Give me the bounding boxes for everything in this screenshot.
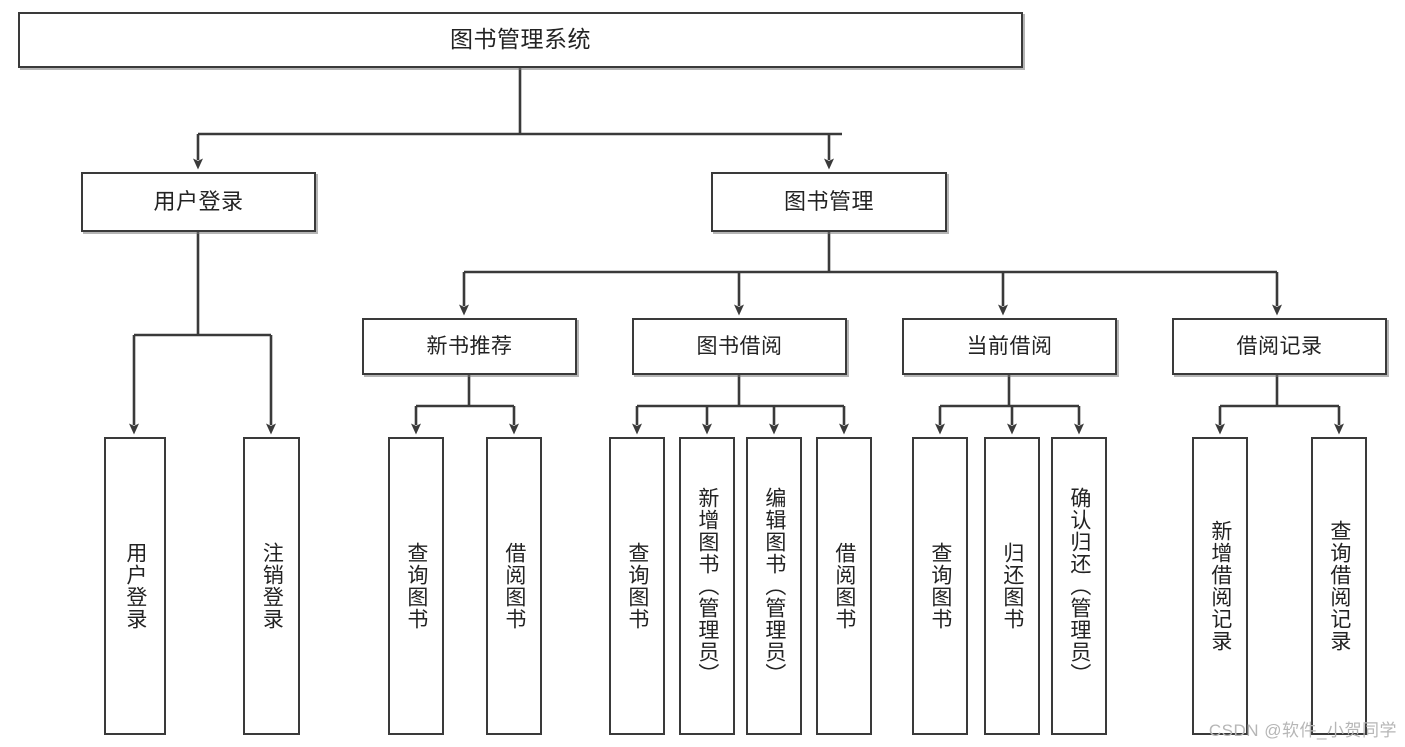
node-leaf-query-book-3-label: 查询图书 — [928, 542, 952, 630]
node-leaf-confirm-return-label: 确认归还（管理员） — [1067, 487, 1091, 685]
node-leaf-query-book-2-label: 查询图书 — [625, 542, 649, 630]
node-book-manage[interactable]: 图书管理 — [711, 172, 947, 232]
node-current-borrow-label: 当前借阅 — [966, 334, 1053, 358]
node-leaf-query-book-2[interactable]: 查询图书 — [609, 437, 665, 735]
node-leaf-borrow-book-2-label: 借阅图书 — [832, 542, 856, 630]
node-leaf-user-login[interactable]: 用户登录 — [104, 437, 166, 735]
node-leaf-user-login-label: 用户登录 — [123, 542, 147, 630]
node-leaf-return-book-label: 归还图书 — [1000, 542, 1024, 630]
node-leaf-add-record-label: 新增借阅记录 — [1208, 520, 1232, 652]
node-root-label: 图书管理系统 — [450, 26, 591, 53]
node-user-login-label: 用户登录 — [153, 188, 244, 214]
node-leaf-edit-book-label: 编辑图书（管理员） — [762, 487, 786, 685]
node-leaf-add-record[interactable]: 新增借阅记录 — [1192, 437, 1248, 735]
node-leaf-query-record[interactable]: 查询借阅记录 — [1311, 437, 1367, 735]
node-leaf-return-book[interactable]: 归还图书 — [984, 437, 1040, 735]
node-leaf-add-book[interactable]: 新增图书（管理员） — [679, 437, 735, 735]
node-user-login[interactable]: 用户登录 — [81, 172, 316, 232]
node-new-book-rec[interactable]: 新书推荐 — [362, 318, 577, 375]
node-leaf-user-logout-label: 注销登录 — [260, 542, 284, 630]
node-leaf-query-book-1[interactable]: 查询图书 — [388, 437, 444, 735]
node-leaf-borrow-book-1[interactable]: 借阅图书 — [486, 437, 542, 735]
node-current-borrow[interactable]: 当前借阅 — [902, 318, 1117, 375]
node-borrow-record-label: 借阅记录 — [1236, 334, 1323, 358]
node-leaf-query-book-3[interactable]: 查询图书 — [912, 437, 968, 735]
node-leaf-query-book-1-label: 查询图书 — [404, 542, 428, 630]
node-leaf-user-logout[interactable]: 注销登录 — [243, 437, 300, 735]
watermark-text: CSDN @软件_小贺同学 — [1208, 721, 1397, 740]
node-book-manage-label: 图书管理 — [783, 188, 874, 214]
node-book-borrow[interactable]: 图书借阅 — [632, 318, 847, 375]
node-book-borrow-label: 图书借阅 — [696, 334, 783, 358]
node-leaf-add-book-label: 新增图书（管理员） — [695, 487, 719, 685]
node-leaf-edit-book[interactable]: 编辑图书（管理员） — [746, 437, 802, 735]
node-leaf-borrow-book-2[interactable]: 借阅图书 — [816, 437, 872, 735]
node-root[interactable]: 图书管理系统 — [18, 12, 1023, 68]
node-leaf-borrow-book-1-label: 借阅图书 — [502, 542, 526, 630]
node-leaf-query-record-label: 查询借阅记录 — [1327, 520, 1351, 652]
node-borrow-record[interactable]: 借阅记录 — [1172, 318, 1387, 375]
node-leaf-confirm-return[interactable]: 确认归还（管理员） — [1051, 437, 1107, 735]
node-new-book-rec-label: 新书推荐 — [426, 334, 513, 358]
